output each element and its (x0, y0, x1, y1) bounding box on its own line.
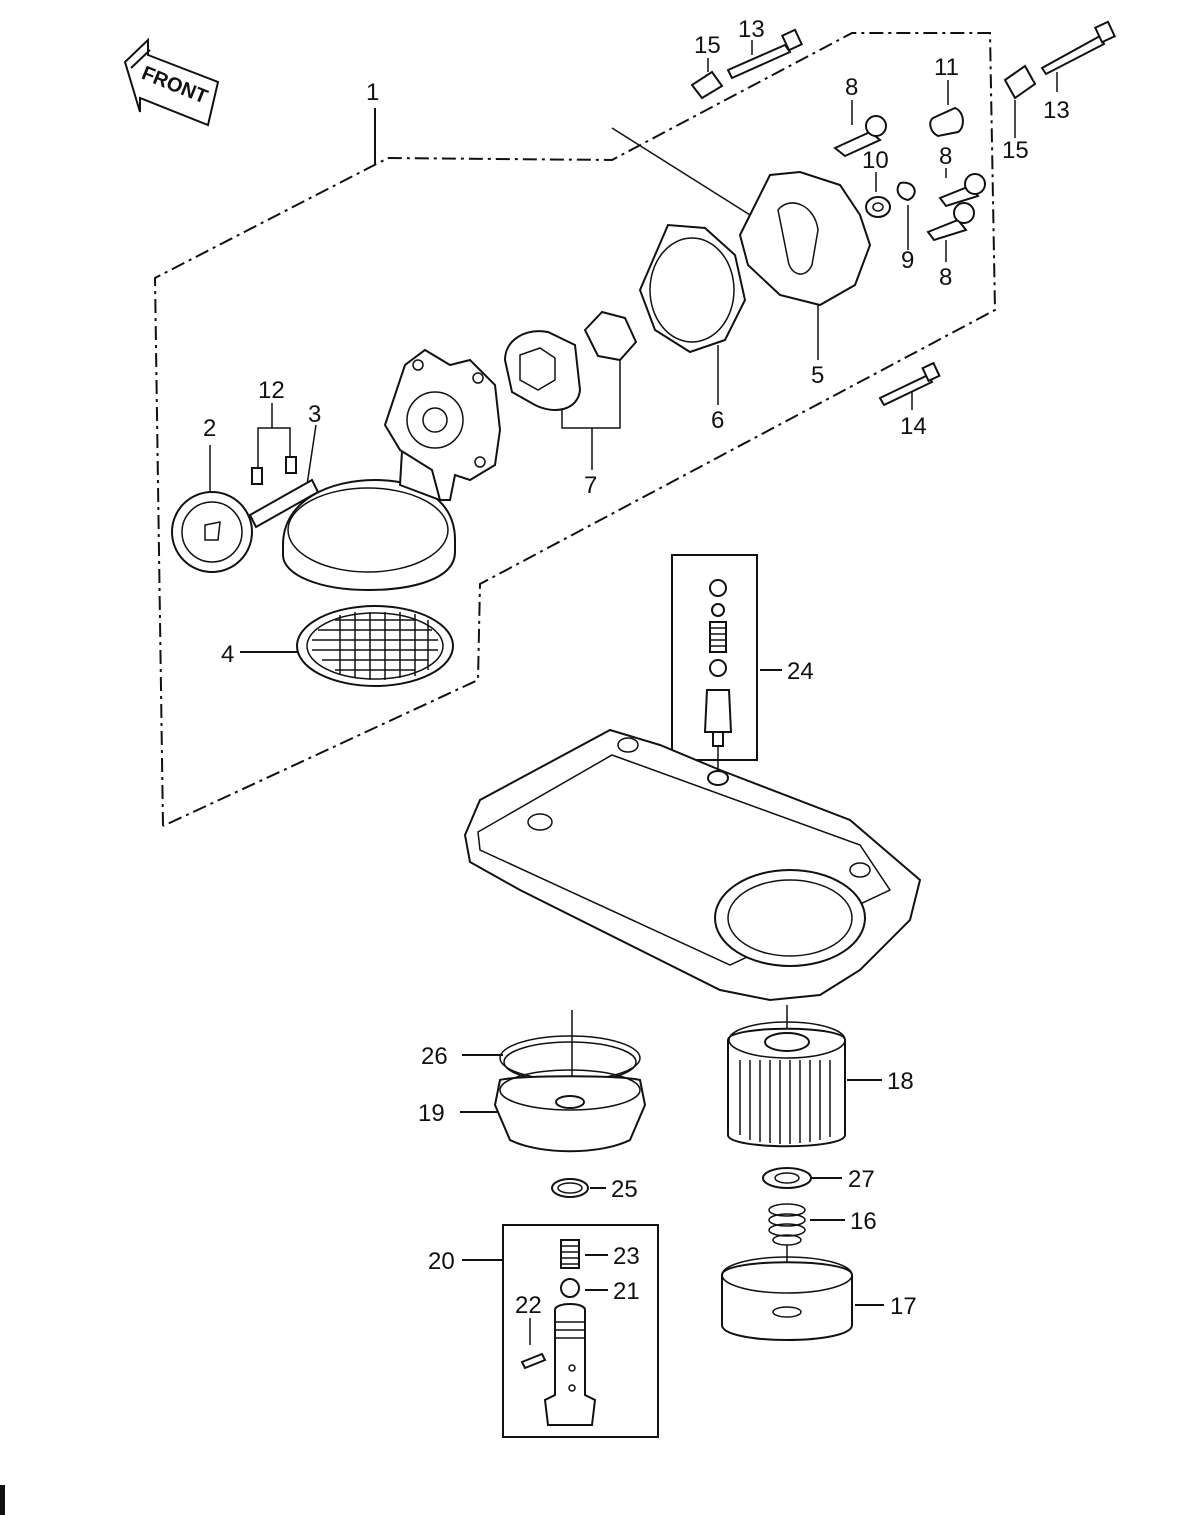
oil-pump-body (383, 348, 502, 501)
callout-26: 26 (421, 1043, 448, 1070)
callout-18: 18 (887, 1068, 914, 1095)
callout-22: 22 (515, 1292, 542, 1319)
callout-7: 7 (584, 472, 597, 499)
filter-cover (493, 1035, 647, 1153)
collar (929, 106, 964, 138)
pump-rotors (503, 310, 638, 411)
washer (865, 196, 891, 218)
pump-cover (738, 170, 872, 307)
oil-screen (296, 605, 454, 687)
callout-8-c: 8 (939, 264, 952, 291)
callout-21: 21 (613, 1278, 640, 1305)
callout-4: 4 (221, 641, 234, 668)
callout-27: 27 (848, 1166, 875, 1193)
callout-9: 9 (901, 247, 914, 274)
callout-16: 16 (850, 1208, 877, 1235)
callout-15-a: 15 (694, 32, 721, 59)
callout-15-b: 15 (1002, 137, 1029, 164)
callout-6: 6 (711, 407, 724, 434)
pump-gasket (638, 223, 747, 354)
mounting-bolts (690, 20, 1117, 407)
front-arrow-badge: FRONT (123, 37, 220, 127)
page-edge-mark (0, 1485, 5, 1515)
callout-12: 12 (258, 377, 285, 404)
pump-shaft (248, 456, 320, 529)
callout-11: 11 (934, 54, 959, 81)
callout-13-a: 13 (738, 16, 765, 43)
callout-25: 25 (611, 1176, 638, 1203)
oil-filter-element (727, 1021, 846, 1148)
bypass-valve-group (502, 1224, 659, 1438)
callout-labels: 1 2 3 4 5 6 7 8 8 8 9 10 11 12 13 13 14 … (203, 16, 1070, 1320)
callout-10: 10 (862, 147, 889, 174)
oil-pan (463, 728, 922, 1002)
callout-19: 19 (418, 1100, 445, 1127)
filter-washer (762, 1167, 812, 1189)
circlip (896, 181, 916, 202)
callout-24: 24 (787, 658, 814, 685)
callout-17: 17 (890, 1293, 917, 1320)
relief-valve-group (671, 554, 758, 761)
pump-assembly-outline (153, 32, 997, 827)
callout-5: 5 (811, 362, 824, 389)
callout-1: 1 (366, 79, 379, 106)
callout-23: 23 (613, 1243, 640, 1270)
cover-bolts (833, 115, 986, 242)
callout-20: 20 (428, 1248, 455, 1275)
callout-8-b: 8 (939, 143, 952, 170)
callout-14: 14 (900, 413, 927, 440)
callout-8-a: 8 (845, 74, 858, 101)
callout-13-b: 13 (1043, 97, 1070, 124)
filter-spring (768, 1203, 806, 1246)
filter-case (721, 1256, 853, 1341)
callout-3: 3 (308, 401, 321, 428)
bolt-washer (551, 1178, 589, 1198)
pump-sprocket (171, 491, 253, 573)
callout-2: 2 (203, 415, 216, 442)
